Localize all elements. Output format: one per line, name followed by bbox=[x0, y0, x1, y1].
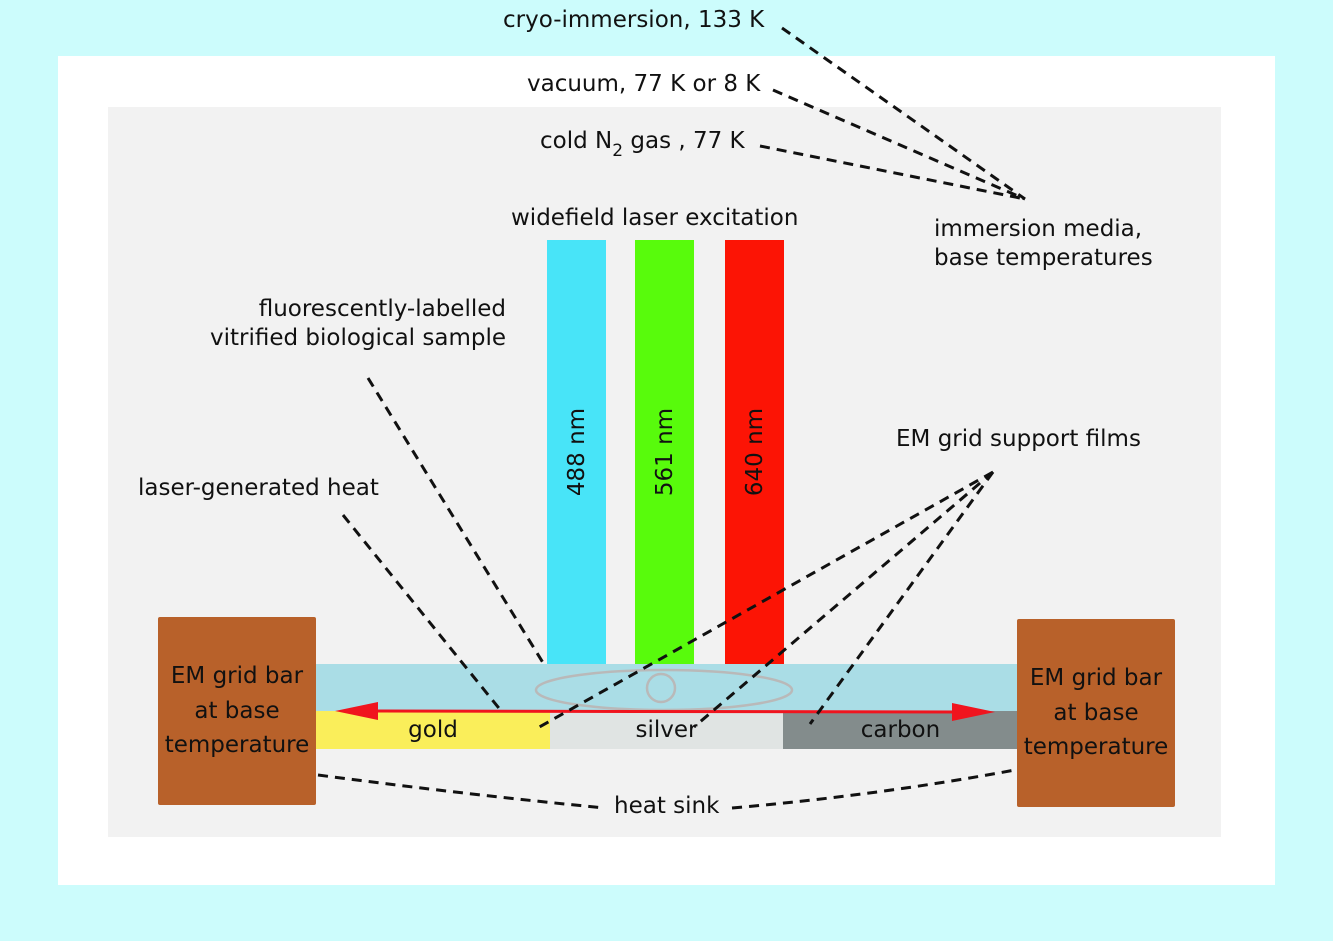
heat-arrow-right-icon bbox=[952, 703, 995, 721]
leader-cryo-immersion bbox=[781, 26, 1026, 201]
label-vacuum: vacuum, 77 K or 8 K bbox=[527, 71, 761, 97]
leader-vacuum bbox=[772, 88, 1026, 201]
heat-flow-line bbox=[371, 709, 961, 714]
label-immersion-media: immersion media, base temperatures bbox=[934, 215, 1153, 273]
label-heat-sink: heat sink bbox=[614, 793, 720, 819]
leader-heat-sink-left bbox=[317, 773, 606, 810]
grid-bar-right: EM grid bar at base temperature bbox=[1017, 619, 1175, 807]
label-cold-n2-gas: cold N2 gas , 77 K bbox=[540, 127, 745, 161]
grid-bar-left-line3: temperature bbox=[164, 732, 310, 759]
label-cold-n2-suffix: gas , 77 K bbox=[623, 128, 745, 154]
leader-sample bbox=[366, 377, 547, 667]
label-cryo-immersion: cryo-immersion, 133 K bbox=[503, 7, 765, 33]
label-support-films: EM grid support films bbox=[896, 426, 1141, 452]
label-sample: fluorescently-labelled vitrified biologi… bbox=[210, 295, 506, 353]
label-immersion-media-line2: base temperatures bbox=[934, 244, 1153, 271]
film-gold-label: gold bbox=[408, 717, 458, 743]
label-cold-n2-subscript: 2 bbox=[612, 141, 624, 161]
grid-bar-right-line3: temperature bbox=[1023, 734, 1169, 761]
laser-beam-561: 561 nm bbox=[635, 240, 694, 664]
film-carbon: carbon bbox=[783, 711, 1018, 749]
heat-arrow-left-icon bbox=[335, 702, 378, 720]
label-immersion-media-line1: immersion media, bbox=[934, 216, 1143, 242]
grid-bar-left-line1: EM grid bar bbox=[170, 663, 304, 690]
leader-heat-sink-right bbox=[731, 768, 1016, 810]
leader-film-silver bbox=[693, 470, 994, 729]
label-laser-heat: laser-generated heat bbox=[138, 475, 379, 501]
grid-bar-right-line1: EM grid bar bbox=[1029, 665, 1163, 692]
label-sample-line1: fluorescently-labelled bbox=[258, 296, 506, 322]
grid-bar-left: EM grid bar at base temperature bbox=[158, 617, 316, 805]
film-silver-label: silver bbox=[635, 717, 698, 743]
label-widefield-excitation: widefield laser excitation bbox=[511, 205, 799, 231]
cell-nucleus-outline bbox=[645, 672, 677, 704]
vitrified-sample-layer bbox=[316, 664, 1018, 712]
label-sample-line2: vitrified biological sample bbox=[210, 324, 506, 351]
laser-beam-488: 488 nm bbox=[547, 240, 606, 664]
grid-bar-left-line2: at base bbox=[194, 697, 280, 724]
leader-laser-heat bbox=[341, 514, 504, 713]
leader-film-gold bbox=[533, 470, 994, 732]
film-silver: silver bbox=[550, 711, 783, 749]
film-carbon-label: carbon bbox=[860, 717, 941, 743]
leader-film-carbon bbox=[808, 471, 995, 725]
leader-cold-n2 bbox=[759, 144, 1026, 201]
laser-beam-640: 640 nm bbox=[725, 240, 784, 664]
grid-bar-right-line2: at base bbox=[1053, 699, 1139, 726]
label-cold-n2-prefix: cold N bbox=[540, 128, 613, 154]
film-gold: gold bbox=[316, 711, 550, 749]
